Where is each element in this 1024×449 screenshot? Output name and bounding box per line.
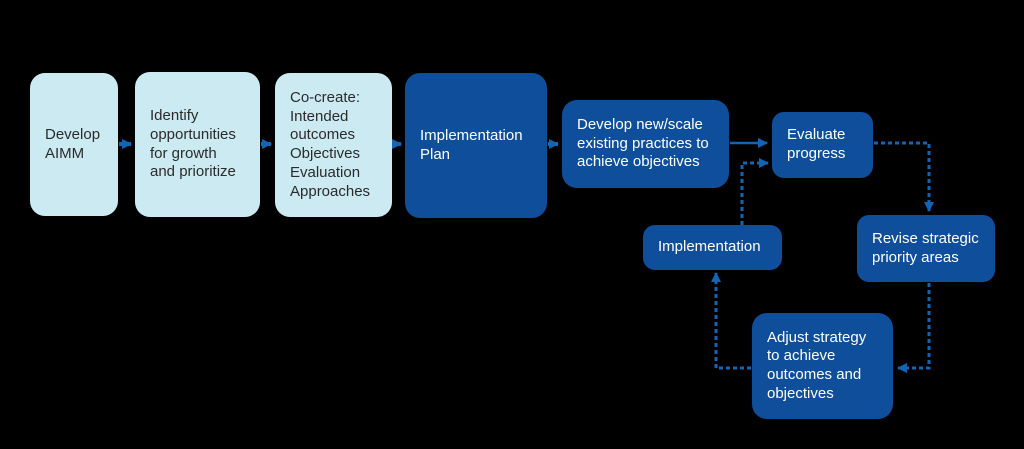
node-label: Co-create: Intended outcomes Objectives … [290,88,371,200]
node-label: Develop AIMM [45,125,101,162]
node-evaluate-progress: Evaluate progress [772,112,873,178]
node-label: Revise strategic priority areas [872,229,979,266]
arrow-revise-to-adjust [897,283,931,373]
node-label: Adjust strategy to achieve outcomes and … [767,328,867,402]
node-develop-new-scale: Develop new/scale existing practices to … [562,100,729,188]
node-label: Implementation [658,238,761,256]
node-label: Implementation Plan [420,126,523,163]
node-co-create: Co-create: Intended outcomes Objectives … [275,73,392,217]
node-label: Evaluate progress [787,126,846,162]
arrow-implementation-to-evaluate [740,158,769,225]
arrow-evaluate-to-revise [874,141,934,212]
node-label: Identify opportunities for growth and pr… [150,107,236,181]
node-revise-strategic-priority-areas: Revise strategic priority areas [857,215,995,282]
node-implementation-plan: Implementation Plan [405,73,547,218]
node-label: Develop new/scale existing practices to … [577,115,709,171]
node-implementation: Implementation [643,225,782,270]
node-develop-aimm: Develop AIMM [30,73,118,216]
node-identify-opportunities: Identify opportunities for growth and pr… [135,72,260,217]
arrow-adjust-to-implementation [711,272,751,370]
node-adjust-strategy: Adjust strategy to achieve outcomes and … [752,313,893,419]
